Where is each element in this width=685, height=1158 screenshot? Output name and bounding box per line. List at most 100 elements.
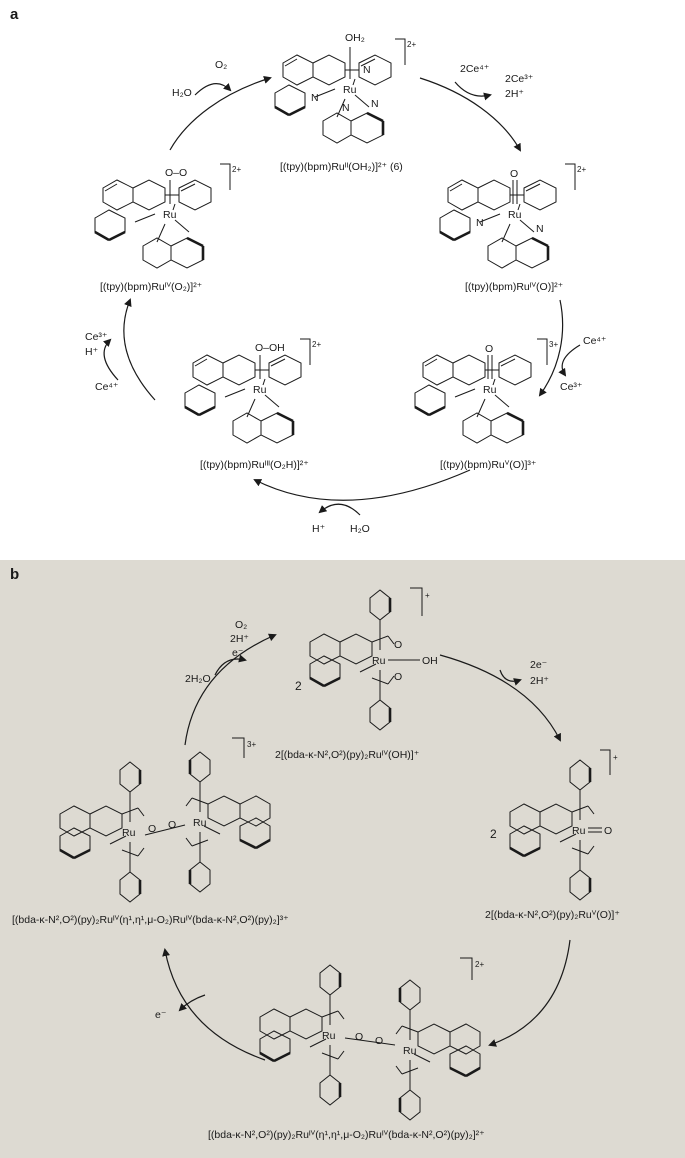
atom-o: O [394, 639, 402, 651]
atom-o: O [355, 1031, 363, 1043]
curl-b-bottomleft [178, 994, 206, 1012]
charge-a-3: 3+ [549, 340, 558, 349]
reagent-a-hplus: H⁺ [312, 523, 326, 535]
coef-b-top: 2 [295, 679, 302, 693]
reagent-a-ce3: Ce³⁺ [560, 381, 583, 393]
structure-b-ru-v-oxo: Ru O + [508, 749, 618, 902]
charge-b-1: + [425, 591, 430, 600]
atom-ru: Ru [403, 1045, 417, 1057]
curl-a-right [558, 344, 581, 377]
charge-a-4: 2+ [312, 340, 321, 349]
structure-a-ru-iv-peroxo: O–O Ru 2+ [93, 163, 241, 270]
atom-o: O [604, 825, 612, 837]
atom-ru: Ru [572, 825, 586, 837]
atom-n: N [342, 102, 350, 114]
reagent-a-2ce4: 2Ce⁴⁺ [460, 63, 490, 75]
curl-a-topright [454, 81, 492, 101]
structure-a-ru-v-oxo: O Ru 3+ [413, 338, 558, 445]
atom-ru: Ru [193, 817, 207, 829]
label-a-complex5: [(tpy)(bpm)Ruᴵⱽ(O₂)]²⁺ [100, 281, 203, 293]
reagent-b-2h2o: 2H₂O [185, 673, 211, 685]
arc-b-top-right [439, 654, 561, 742]
charge-b-3: 2+ [475, 960, 484, 969]
bracket-b-2plus [460, 957, 473, 980]
structure-a-ru-iii-ooh: O–OH Ru 2+ [183, 338, 321, 445]
atom-n: N [363, 64, 371, 76]
panel-b-letter: b [10, 566, 20, 583]
atom-ru: Ru [372, 655, 386, 667]
structure-b-dimer-2plus-left: Ru [258, 963, 346, 1107]
label-a-complex2: [(tpy)(bpm)Ruᴵⱽ(O)]²⁺ [465, 281, 564, 293]
reagent-b-e-left: e⁻ [155, 1009, 167, 1021]
arc-a-top-right [419, 77, 521, 152]
reagent-a-2ce3: 2Ce³⁺ [505, 73, 534, 85]
atom-ru: Ru [163, 209, 177, 221]
arc-a-bottom [253, 469, 471, 501]
charge-b-2: + [613, 753, 618, 762]
reagent-b-e: e⁻ [232, 647, 244, 659]
arc-a-right [538, 299, 564, 397]
atom-ru: Ru [322, 1030, 336, 1042]
atom-n: N [311, 92, 319, 104]
atom-oh2: OH₂ [345, 32, 365, 44]
atom-ru: Ru [483, 384, 497, 396]
atom-n: N [536, 223, 544, 235]
atom-n: N [371, 98, 379, 110]
arc-b-bottom-right [488, 939, 571, 1047]
reagent-b-2e: 2e⁻ [530, 659, 548, 671]
label-a-complex1: [(tpy)(bpm)Ruᴵᴵ(OH₂)]²⁺ (6) [280, 161, 403, 173]
atom-ru: Ru [508, 209, 522, 221]
atom-ooh: O–OH [255, 342, 285, 354]
structure-b-ru-iv-oh: Ru OH O O + [308, 587, 438, 732]
atom-oo: O–O [165, 167, 187, 179]
structure-a-ru-oh2: OH₂ Ru N N N N 2+ [273, 32, 416, 145]
panel-a-letter: a [10, 6, 19, 23]
curl-a-topleft [194, 82, 232, 96]
arc-a-left [123, 298, 156, 401]
label-a-complex3: [(tpy)(bpm)Ruⱽ(O)]³⁺ [440, 459, 537, 471]
charge-a-5: 2+ [232, 165, 241, 174]
reagent-a-h2o-bottom: H₂O [350, 523, 370, 535]
reagent-a-o2: O₂ [215, 59, 227, 71]
bond-b-oo-2plus [344, 1037, 396, 1046]
curl-b-topleft [214, 654, 247, 676]
charge-b-4: 3+ [247, 740, 256, 749]
reagent-a-2h: 2H⁺ [505, 88, 524, 100]
charge-a-2: 2+ [577, 165, 586, 174]
arc-b-bottom-left [162, 948, 266, 1061]
reagent-a-ce4: Ce⁴⁺ [583, 335, 607, 347]
reagent-a-ce3-left: Ce³⁺ [85, 331, 108, 343]
atom-o: O [148, 823, 156, 835]
atom-o: O [485, 343, 493, 355]
atom-o: O [168, 819, 176, 831]
atom-o: O [375, 1035, 383, 1047]
atom-ru: Ru [122, 827, 136, 839]
atom-o: O [394, 671, 402, 683]
label-a-complex4: [(tpy)(bpm)Ruᴵᴵᴵ(O₂H)]²⁺ [200, 459, 309, 471]
panel-a-cycle-diagram: O₂ H₂O 2Ce⁴⁺ 2Ce³⁺ 2H⁺ Ce⁴⁺ Ce³⁺ H⁺ H₂O … [85, 32, 607, 535]
label-b-complex4: [(bda-κ-N²,O²)(py)₂Ruᴵⱽ(η¹,η¹,μ-O₂)Ruᴵⱽ(… [12, 914, 289, 926]
curl-a-left [102, 338, 119, 381]
label-b-complex1: 2[(bda-κ-N²,O²)(py)₂Ruᴵⱽ(OH)]⁺ [275, 749, 420, 761]
curl-a-bottom [318, 503, 361, 516]
panel-b: b [0, 560, 685, 1158]
arc-a-top-left [169, 76, 272, 151]
reagent-a-h2o: H₂O [172, 87, 192, 99]
reagent-b-2hplus: 2H⁺ [530, 675, 549, 687]
panel-b-cycle-diagram: O₂ 2H⁺ e⁻ 2H₂O 2e⁻ 2H⁺ e⁻ 2 Ru OH O O + … [12, 587, 620, 1141]
atom-ru: Ru [253, 384, 267, 396]
reagent-a-h-left: H⁺ [85, 346, 99, 358]
label-b-complex2: 2[(bda-κ-N²,O²)(py)₂Ruⱽ(O)]⁺ [485, 909, 620, 921]
atom-n: N [476, 217, 484, 229]
bracket-b-3plus [232, 737, 245, 758]
label-b-complex3: [(bda-κ-N²,O²)(py)₂Ruᴵⱽ(η¹,η¹,μ-O₂)Ruᴵⱽ(… [208, 1129, 485, 1141]
charge-a-1: 2+ [407, 40, 416, 49]
structure-b-dimer-3plus-left: Ru [58, 760, 146, 904]
arc-b-top-left [184, 633, 277, 746]
atom-ru: Ru [343, 84, 357, 96]
atom-oh: OH [422, 655, 438, 667]
coef-b-right: 2 [490, 827, 497, 841]
panel-a: a [0, 0, 685, 560]
atom-o: O [510, 168, 518, 180]
bond-b-oo-3plus [144, 824, 186, 836]
